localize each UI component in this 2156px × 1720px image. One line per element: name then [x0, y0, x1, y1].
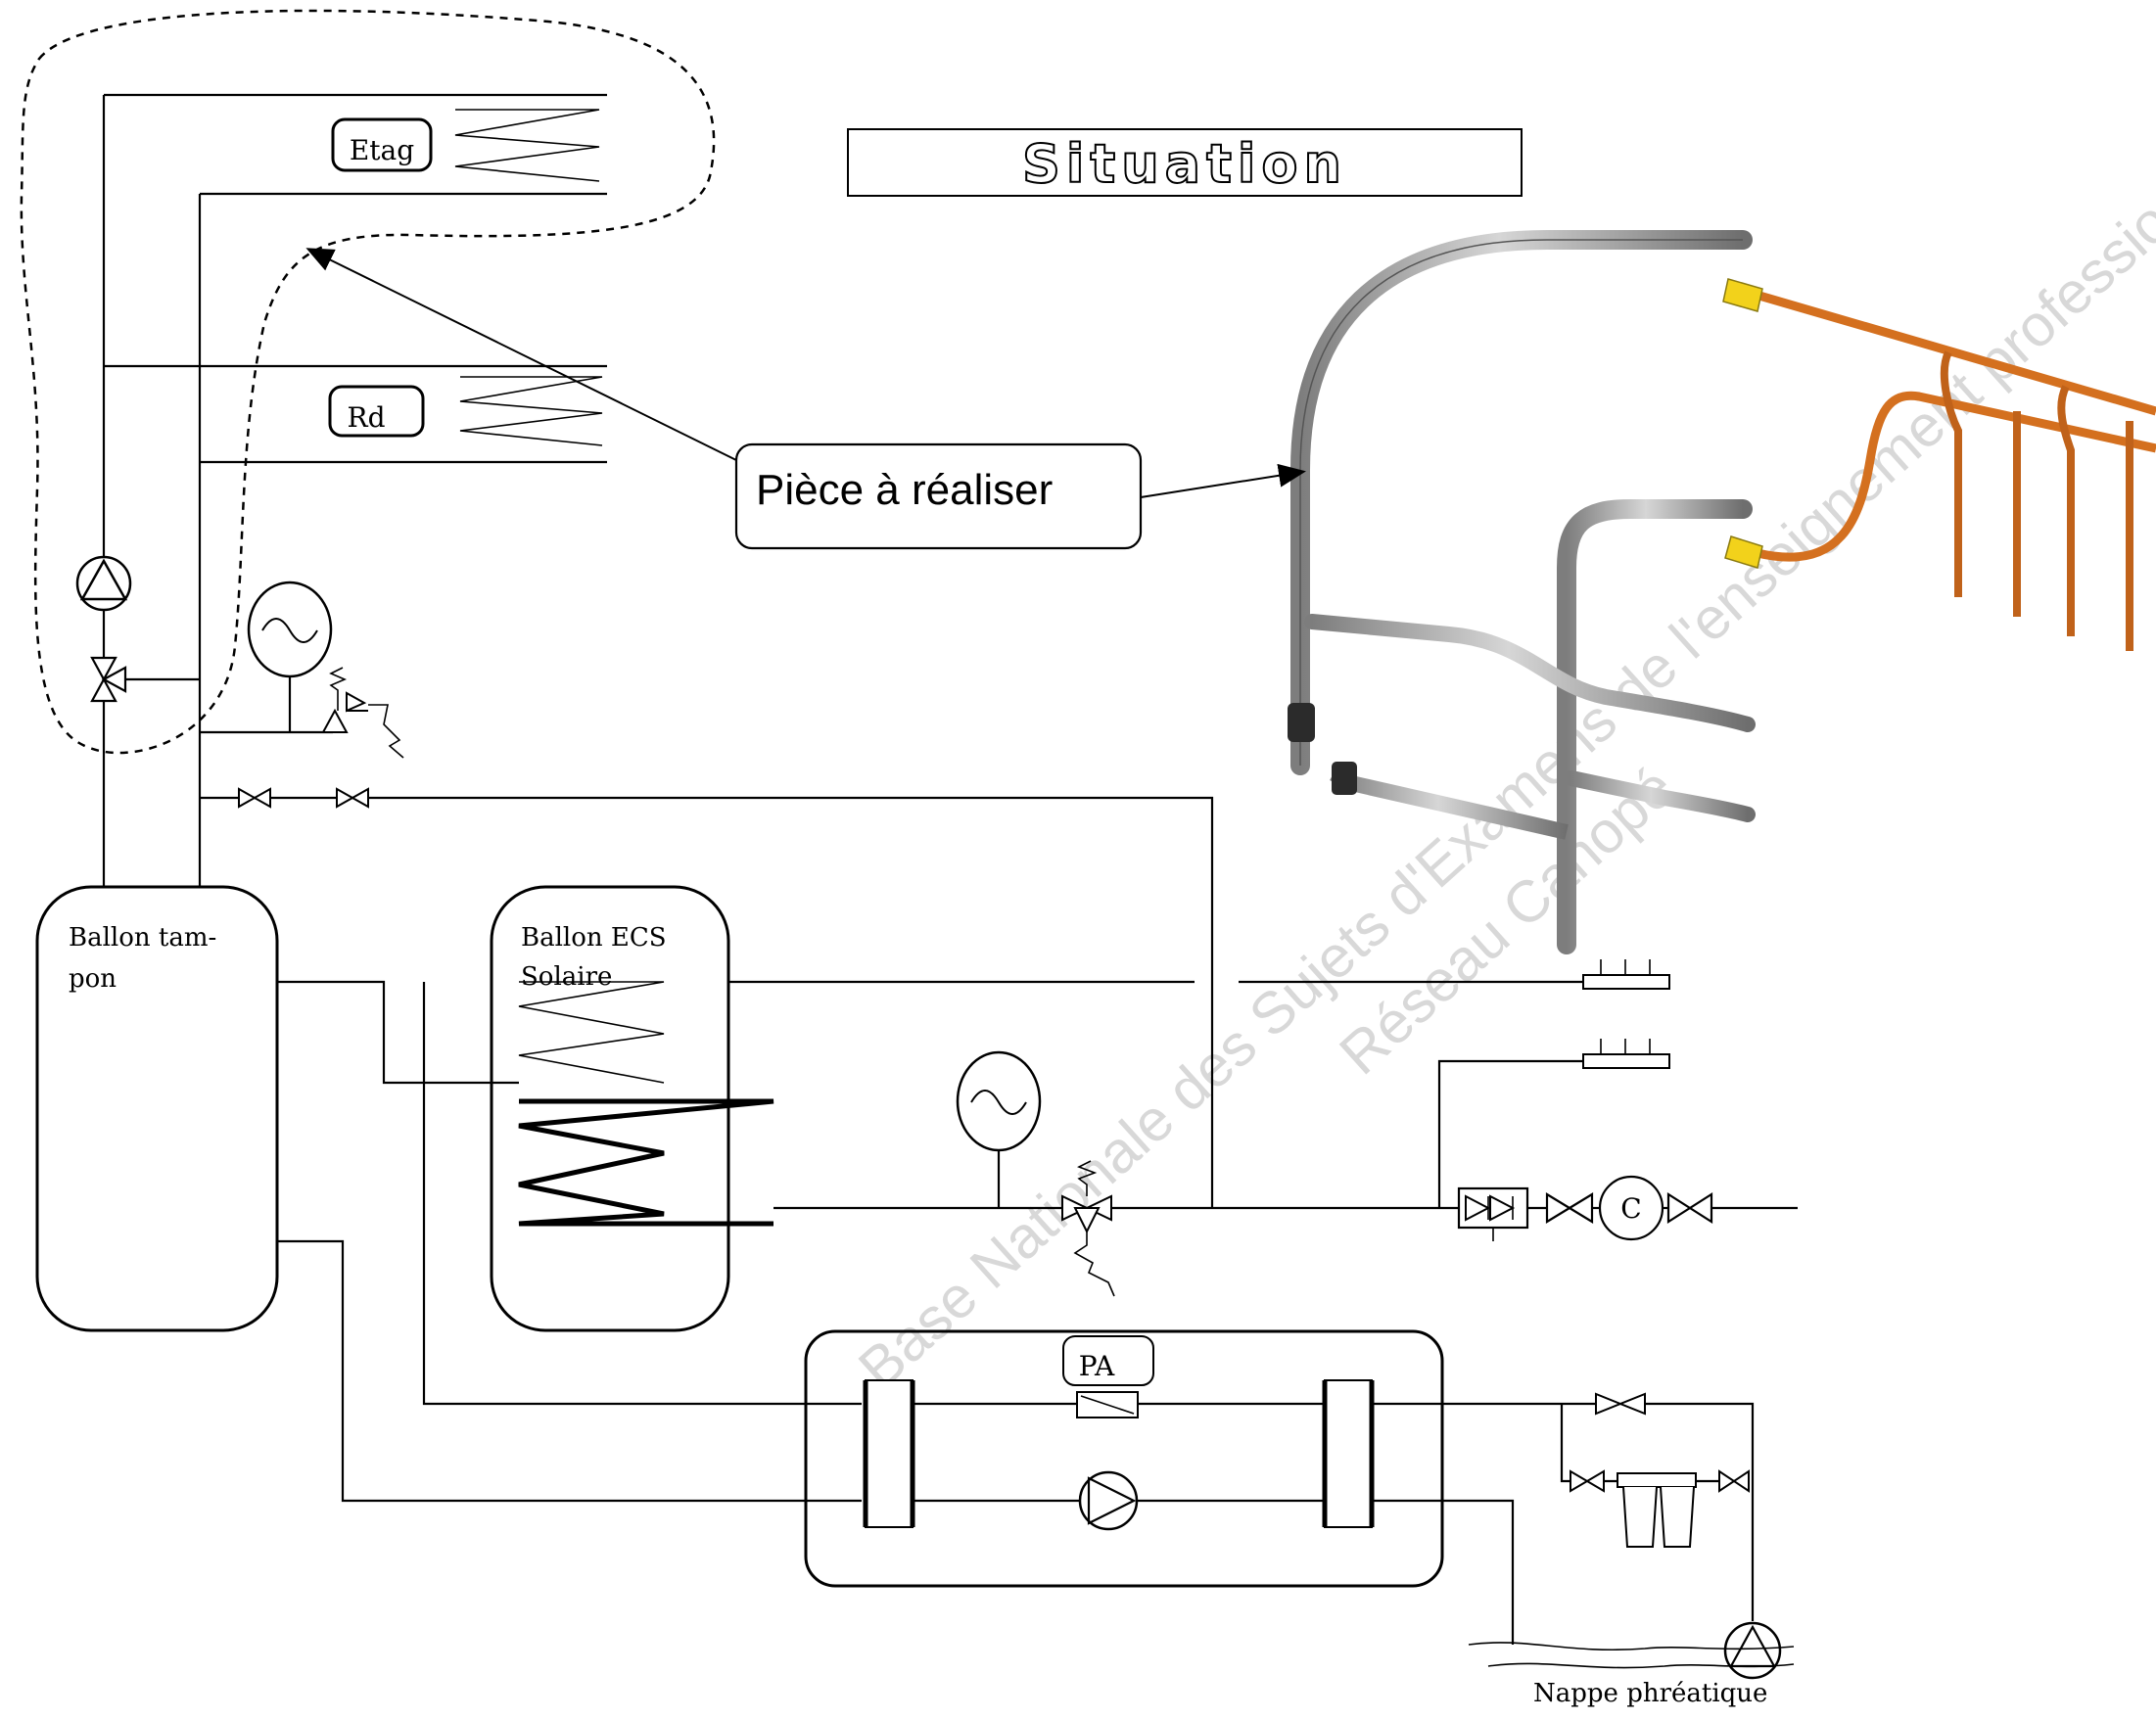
gate-valve-icon [1570, 1469, 1605, 1493]
safety-valve-icon [321, 667, 404, 759]
ballon-ecs-label-2: Solaire [521, 962, 612, 992]
collector-icon [1582, 959, 1670, 990]
ballon-tampon-label-1: Ballon tam- [69, 923, 216, 953]
gate-valve-icon [238, 787, 271, 809]
etag-label: Etag [350, 134, 414, 166]
tampon-to-pac-pipe [277, 1239, 862, 1503]
rd-emitter: Rd [104, 364, 607, 464]
circulator-pump-icon [1078, 1470, 1139, 1531]
dashed-zone [20, 9, 716, 755]
pa-label: PA [1079, 1350, 1115, 1382]
callout-text: Pièce à réaliser [756, 466, 1053, 514]
groundwater-pipes [1372, 1402, 1562, 1645]
nappe-label: Nappe phréatique [1533, 1679, 1767, 1708]
title-box: Situation [847, 128, 1523, 197]
etag-emitter: Etag [104, 93, 607, 196]
gate-valve-icon [336, 787, 369, 809]
tampon-to-ecs-pipe [277, 980, 519, 1085]
pipe-assembly-3d [1288, 230, 1756, 954]
heat-pump-unit: PA [804, 1329, 1444, 1588]
water-meter-icon: C [1598, 1175, 1664, 1241]
ballon-tampon-label-2: pon [69, 964, 117, 994]
ballon-ecs-label-1: Ballon ECS [521, 923, 667, 953]
water-surface [1487, 1662, 1795, 1669]
expansion-vessel-icon [247, 581, 333, 732]
safety-valve-icon [1061, 1160, 1115, 1297]
gate-valve-icon [1666, 1191, 1713, 1225]
gate-valve-icon [1718, 1469, 1750, 1493]
backflow-preventer-icon [1457, 1186, 1529, 1241]
ballon-ecs-solaire: Ballon ECS Solaire [490, 885, 774, 1332]
water-surface [1468, 1642, 1795, 1651]
expansion-vessel-icon [956, 1050, 1042, 1208]
ecs-to-pac-pipe [422, 982, 862, 1406]
filter-branch [1560, 1404, 1570, 1483]
watermark: Base Nationale des Sujets d'Examens de l… [846, 115, 2156, 1402]
filter-icon [1604, 1472, 1719, 1548]
ballon-tampon: Ballon tam- pon [35, 885, 279, 1332]
meter-label: C [1620, 1192, 1641, 1225]
three-way-valve-icon [90, 656, 200, 703]
collector-icon [1582, 1039, 1670, 1069]
copper-pipes [1722, 278, 2156, 651]
groundwater-return [1645, 1402, 1755, 1621]
bypass-line [200, 796, 1214, 1208]
collector-branch [1437, 1059, 1583, 1208]
rd-label: Rd [347, 401, 385, 434]
gate-valve-icon [1545, 1192, 1594, 1224]
gate-valve-icon [1595, 1392, 1646, 1416]
well-pump-icon [1723, 1621, 1782, 1680]
page-title: Situation [1022, 133, 1347, 195]
circulator-pump-icon [75, 555, 132, 612]
callout-piece-a-realiser: Pièce à réaliser [305, 248, 1306, 550]
